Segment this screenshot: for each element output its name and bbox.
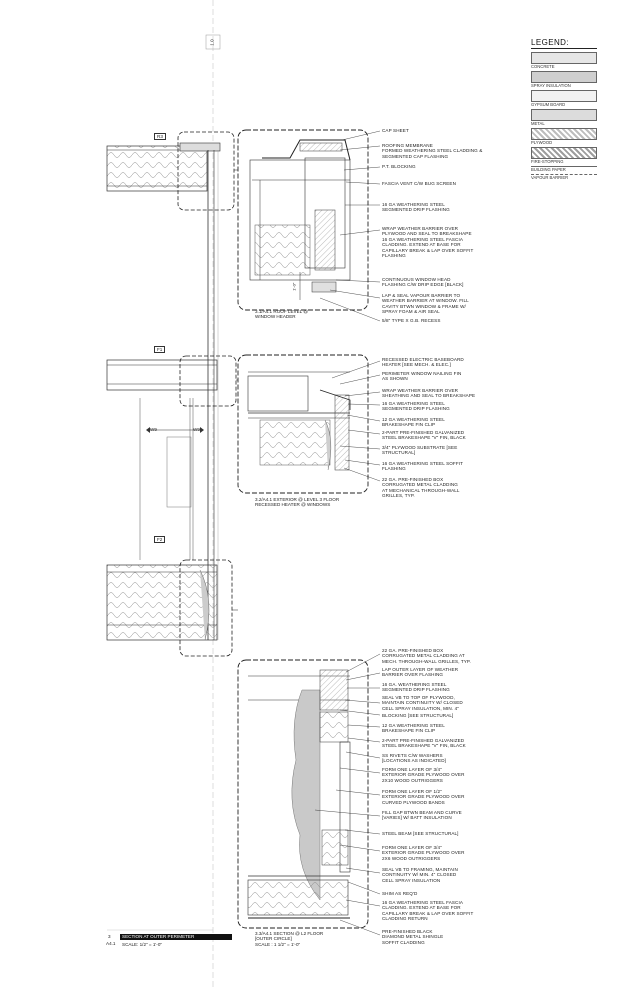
d3-note-6: 12 GA WEATHERING STEEL BRAKESHAPE FIN CL… (382, 723, 445, 734)
detail-1-roof-header (237, 129, 381, 322)
d3-note-10: FORM ONE LAYER OF 1/2" EXTERIOR GRADE PL… (382, 789, 465, 805)
d2-note-8: 16 GA WEATHERING STEEL SOFFIT FLASHING (382, 461, 464, 472)
drawing-title: SECTION AT OUTER PERIMETER (120, 934, 232, 940)
d1-note-4: FASCIA VENT C/W BUG SCREEN (382, 181, 456, 186)
grid-tag-1: 1.0 (209, 39, 215, 46)
grid-tag-f2: F2 (154, 536, 166, 543)
overall-section (106, 131, 238, 931)
d1-note-7: CONTINUOUS WINDOW HEAD FLASHING C/W DRIP… (382, 277, 464, 288)
d2-note-2: PERIMETER WINDOW NAILING FIN AS SHOWN (382, 371, 462, 382)
drawing-scale: SCALE: 1/2" = 1'-0" (122, 942, 163, 947)
legend-label: PLYWOOD (531, 140, 553, 145)
d2-note-9: 22 GA. PRE-FINISHED BOX CORRUGATED METAL… (382, 477, 460, 499)
grid-tag-r3: R3 (154, 133, 166, 140)
detail-3-l2-floor (237, 653, 381, 936)
d2-note-4: 16 GA WEATHERING STEEL SEGMENTED DRIP FL… (382, 401, 450, 412)
legend-label: VAPOUR BARRIER (531, 175, 569, 180)
legend-swatch (531, 90, 597, 102)
d3-note-12: STEEL BEAM [SEE STRUCTURAL] (382, 831, 459, 836)
detail-2-level3-floor (237, 354, 381, 494)
d3-note-4: SEAL VB TO TOP OF PLYWOOD, MAINTAIN CONT… (382, 695, 463, 711)
legend-swatch (531, 109, 597, 121)
legend-items: CONCRETE SPRAY INSULATION GYPSUM BOARD META… (531, 52, 597, 180)
d2-note-7: 3/4" PLYWOOD SUBSTRATE [SEE STRUCTURAL] (382, 445, 458, 456)
d2-note-1: RECESSED ELECTRIC BASEBOARD HEATER [SEE … (382, 357, 464, 368)
d2-note-6: 2-PART PRE-FINISHED GALVANIZED STEEL BRA… (382, 430, 466, 441)
d3-note-8: SS RIVETS C/W WASHERS [LOCATIONS AS INDI… (382, 753, 446, 764)
d3-note-7: 2-PART PRE-FINISHED GALVANIZED STEEL BRA… (382, 738, 466, 749)
d1-note-6: WRAP WEATHER BARRIER OVER PLYWOOD AND SE… (382, 226, 474, 259)
legend-swatch (531, 52, 597, 64)
d1-note-1: CAP SHEET (382, 128, 409, 133)
d2-note-3: WRAP WEATHER BARRIER OVER SHEATHING AND … (382, 388, 476, 399)
d1-dimension: 1'-0" (291, 282, 297, 291)
d1-note-2: ROOFING MEMBRANE FORMED WEATHERING STEEL… (382, 143, 483, 159)
legend-label: METAL (531, 121, 545, 126)
d2-note-5: 12 GA WEATHERING STEEL BRAKESHAPE FIN CL… (382, 417, 445, 428)
drawing-number: 3 (108, 934, 111, 939)
d3-note-1: 22 GA. PRE-FINISHED BOX CORRUGATED METAL… (382, 648, 471, 664)
grid-bubble-1 (205, 34, 221, 50)
legend-swatch (531, 71, 597, 83)
grid-tag-f1: F1 (154, 346, 166, 353)
d3-note-13: FORM ONE LAYER OF 3/4" EXTERIOR GRADE PL… (382, 845, 465, 861)
legend-title: LEGEND: (531, 38, 597, 49)
legend-label: GYPSUM BOARD (531, 102, 566, 107)
d3-note-15: SHIM AS REQ'D (382, 891, 418, 896)
grid-tag-w9-left: W9 (150, 427, 157, 432)
d3-caption: 3.3/A4.1 SECTION @ L2 FLOOR [OUTER CIRCL… (255, 931, 324, 947)
d1-caption: 3.1/A4.1 ROOF LEVEL @ WINDOW HEADER (255, 309, 309, 320)
d1-note-9: 5/8" TYPE X G.B. RECESS (382, 318, 441, 323)
legend: LEGEND: CONCRETE SPRAY INSULATION GYPSUM B… (531, 38, 597, 182)
legend-swatch (531, 147, 597, 159)
d3-note-5: BLOCKING [SEE STRUCTURAL] (382, 713, 454, 718)
d2-caption: 3.2/A4.1 EXTERIOR @ LEVEL 3 FLOOR RECESS… (255, 497, 340, 508)
d3-note-9: FORM ONE LAYER OF 3/4" EXTERIOR GRADE PL… (382, 767, 465, 783)
d1-note-3: P.T. BLOCKING (382, 164, 416, 169)
legend-swatch (531, 128, 597, 140)
legend-label: BUILDING PAPER (531, 167, 566, 172)
d3-note-14: SEAL VB TO FRAMING, MAINTAIN CONTINUITY … (382, 867, 458, 883)
legend-swatch (531, 166, 597, 167)
grid-tag-w9-right: W9 (193, 427, 200, 432)
sheet-number: A4.1 (106, 941, 116, 946)
d3-note-11: FILL GAP BTWN BEAM AND CURVE [VARIES] W/… (382, 810, 462, 821)
legend-label: FIRE-STOPPING (531, 159, 564, 164)
d3-note-2: LAP OUTER LAYER OF WEATHER BARRIER OVER … (382, 667, 459, 678)
d3-note-16: 16 GA WEATHERING STEEL FASCIA CLADDING. … (382, 900, 474, 922)
d3-note-3: 16 GA. WEATHERING STEEL SEGMENTED DRIP F… (382, 682, 450, 693)
legend-swatch (531, 174, 597, 175)
legend-label: CONCRETE (531, 64, 555, 69)
d1-note-8: LAP & SEAL VAPOUR BARRIER TO WEATHER BAR… (382, 293, 469, 315)
d3-note-17: PRE-FINISHED BLACK DIAMOND METAL SHINGLE… (382, 929, 444, 945)
d1-note-5: 16 GA WEATHERING STEEL SEGMENTED DRIP FL… (382, 202, 450, 213)
legend-label: SPRAY INSULATION (531, 83, 571, 88)
